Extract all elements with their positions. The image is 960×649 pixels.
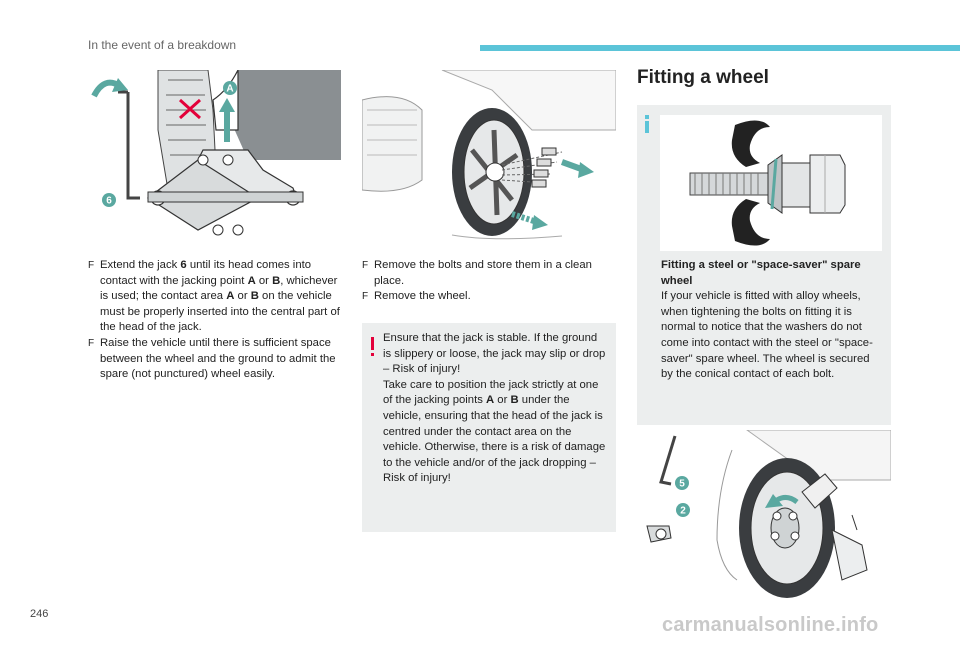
label-6: 6 xyxy=(106,196,112,207)
col2-text: F Remove the bolts and store them in a c… xyxy=(362,258,616,305)
washer-illustration xyxy=(660,115,882,251)
bullet-icon: F xyxy=(362,291,369,303)
jack-illustration: A 6 xyxy=(88,70,341,242)
page-number: 246 xyxy=(30,608,49,620)
wrench-drawing: 5 2 xyxy=(637,430,891,602)
jack-drawing: A 6 xyxy=(88,70,341,242)
info-box: Fitting a steel or "space-saver" spare w… xyxy=(637,105,891,425)
wrench-illustration: 5 2 xyxy=(637,430,891,602)
info-icon xyxy=(645,115,650,133)
watermark: carmanualsonline.info xyxy=(662,614,879,636)
col2-bullet-2-text: Remove the wheel. xyxy=(374,290,471,303)
label-2: 2 xyxy=(680,506,686,517)
warning-box: Ensure that the jack is stable. If the g… xyxy=(362,323,616,532)
bolts-drawing xyxy=(362,70,616,242)
warning-line-1: Ensure that the jack is stable. If the g… xyxy=(383,332,606,376)
bullet-icon: F xyxy=(88,337,95,349)
warning-line-2: Take care to position the jack strictly … xyxy=(383,378,606,485)
col2-bullet-2: F Remove the wheel. xyxy=(362,289,616,305)
col1-text: F Extend the jack 6 until its head comes… xyxy=(88,258,342,383)
section-title: Fitting a wheel xyxy=(637,67,769,88)
header-bar xyxy=(480,45,960,51)
col1-bullet-1: F Extend the jack 6 until its head comes… xyxy=(88,258,342,336)
bolts-illustration xyxy=(362,70,616,242)
info-text: Fitting a steel or "space-saver" spare w… xyxy=(661,258,883,383)
label-a: A xyxy=(226,84,233,95)
bullet-icon: F xyxy=(88,260,95,271)
col1-bullet-2-text: Raise the vehicle until there is suffici… xyxy=(100,336,336,381)
bullet-icon: F xyxy=(362,260,369,271)
col1-bullet-1-text: Extend the jack 6 until its head comes i… xyxy=(100,259,340,334)
warning-icon xyxy=(371,337,375,357)
info-heading: Fitting a steel or "space-saver" spare w… xyxy=(661,259,861,287)
washer-drawing xyxy=(660,115,882,251)
warning-text: Ensure that the jack is stable. If the g… xyxy=(383,331,608,487)
col2-bullet-1: F Remove the bolts and store them in a c… xyxy=(362,258,616,289)
col1-bullet-2: F Raise the vehicle until there is suffi… xyxy=(88,336,342,383)
col2-bullet-1-text: Remove the bolts and store them in a cle… xyxy=(374,259,592,287)
header-title: In the event of a breakdown xyxy=(88,38,237,52)
info-body: If your vehicle is fitted with alloy whe… xyxy=(661,290,873,381)
label-5: 5 xyxy=(679,479,685,490)
